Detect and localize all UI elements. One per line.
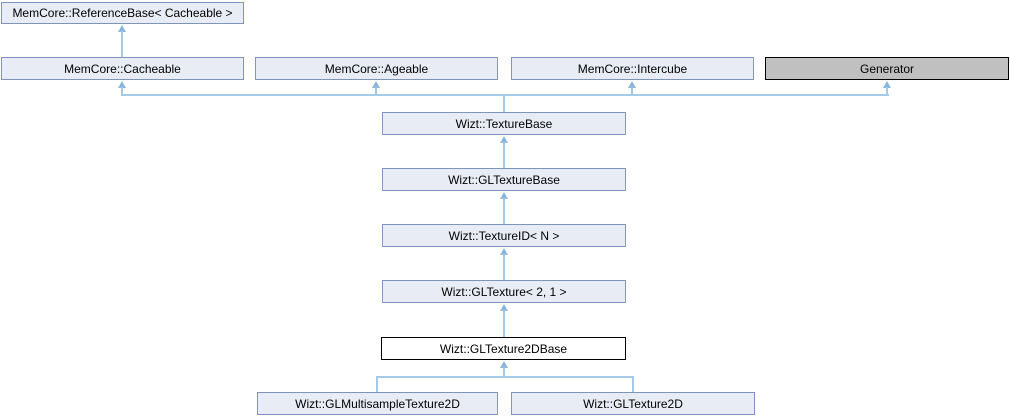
inheritance-line xyxy=(503,367,505,378)
inheritance-arrowhead xyxy=(118,81,126,88)
class-node-wizt-glmultisampletexture2d[interactable]: Wizt::GLMultisampleTexture2D xyxy=(257,392,498,415)
class-node-wizt-gltexturebase[interactable]: Wizt::GLTextureBase xyxy=(382,168,626,191)
inheritance-arrowhead xyxy=(883,81,891,88)
class-node-wizt-gltexture2d[interactable]: Wizt::GLTexture2D xyxy=(511,392,755,415)
class-node-memcore-ageable[interactable]: MemCore::Ageable xyxy=(255,57,498,80)
inheritance-rail xyxy=(121,94,889,96)
class-node-wizt-texturebase[interactable]: Wizt::TextureBase xyxy=(382,112,626,135)
inheritance-arrowhead xyxy=(372,81,380,88)
inheritance-line xyxy=(886,87,888,94)
inheritance-arrowhead xyxy=(628,81,636,88)
class-node-memcore-intercube[interactable]: MemCore::Intercube xyxy=(511,57,754,80)
inheritance-line xyxy=(503,142,505,168)
inheritance-arrowhead xyxy=(118,25,126,32)
class-node-wizt-gltexture2dbase-current: Wizt::GLTexture2DBase xyxy=(381,337,626,360)
class-node-generator: Generator xyxy=(765,57,1009,80)
class-node-wizt-textureid[interactable]: Wizt::TextureID< N > xyxy=(382,224,626,247)
class-node-memcore-referencebase[interactable]: MemCore::ReferenceBase< Cacheable > xyxy=(1,2,244,24)
inheritance-line xyxy=(503,310,505,337)
inheritance-line xyxy=(631,87,633,94)
inheritance-line xyxy=(503,94,505,112)
inheritance-arrowhead xyxy=(500,192,508,199)
inheritance-arrowhead xyxy=(500,136,508,143)
inheritance-arrowhead xyxy=(500,361,508,368)
class-node-wizt-gltexture[interactable]: Wizt::GLTexture< 2, 1 > xyxy=(382,280,626,303)
inheritance-line xyxy=(503,254,505,280)
inheritance-line xyxy=(503,198,505,224)
inheritance-line xyxy=(121,31,123,57)
inheritance-arrowhead xyxy=(500,304,508,311)
inheritance-line xyxy=(121,87,123,94)
inheritance-arrowhead xyxy=(500,248,508,255)
inheritance-line xyxy=(375,87,377,94)
inheritance-line xyxy=(376,376,378,392)
class-node-memcore-cacheable[interactable]: MemCore::Cacheable xyxy=(1,57,244,80)
inheritance-rail xyxy=(376,376,634,378)
inheritance-line xyxy=(632,376,634,392)
